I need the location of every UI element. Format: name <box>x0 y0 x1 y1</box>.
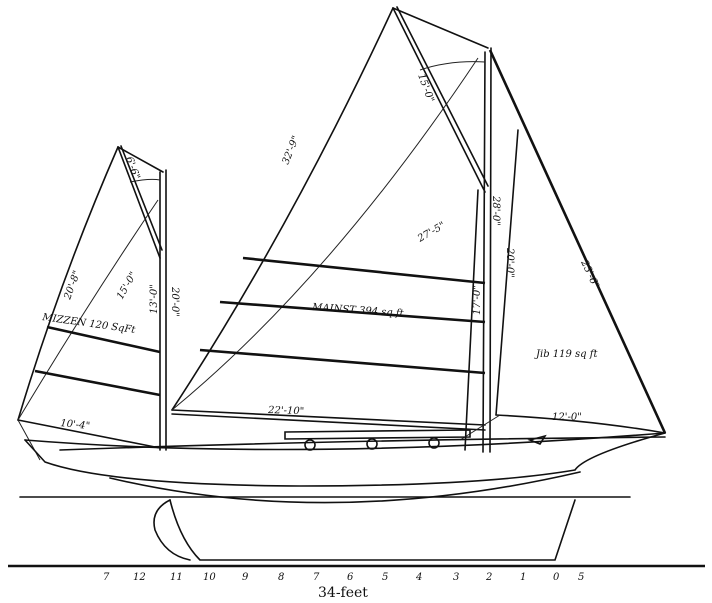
jib-foot-label: 12'-0" <box>552 412 582 423</box>
porthole <box>304 439 316 451</box>
keel <box>169 499 576 561</box>
porthole <box>428 437 440 449</box>
scale-tick: 8 <box>278 572 284 583</box>
hull <box>19 429 666 561</box>
main-leech-label: 32'-9" <box>281 134 302 166</box>
jib-foot <box>495 414 666 434</box>
main-mast <box>482 47 492 453</box>
scale-tick: 9 <box>242 572 249 583</box>
jib-name-label: Jib 119 sq ft <box>534 349 598 360</box>
jib-sail <box>459 49 667 441</box>
mizzen-diagonal-label: 15'-0" <box>115 270 139 301</box>
scale-tick: 1 <box>520 572 526 583</box>
mizzen-boom <box>17 419 161 449</box>
mizzen-sail <box>17 145 167 461</box>
mizzen-leech <box>17 146 119 421</box>
main-boom <box>171 409 486 431</box>
scale-tick: 2 <box>485 572 492 583</box>
mizzen-boom-label: 10'-4" <box>60 418 91 432</box>
scale-tick: 4 <box>415 572 422 583</box>
sheer-line <box>24 432 666 451</box>
rudder <box>153 499 191 561</box>
main-mast-label: 28'-0" <box>490 195 501 226</box>
scale-caption: 34-feet <box>318 585 368 601</box>
main-sail <box>171 6 492 453</box>
main-diagonal <box>171 57 479 411</box>
mizzen-diagonal <box>17 199 159 421</box>
scale-tick: 10 <box>203 572 216 583</box>
mizzen-mast <box>159 169 167 451</box>
mizzen-reef-bands <box>34 325 161 397</box>
main-gaff <box>392 6 489 193</box>
jib-stay-label: 23'-6" <box>578 258 601 291</box>
jib-luff <box>495 129 519 416</box>
main-name-label: MAINST 394 sq ft <box>311 302 405 319</box>
mizzen-topmast-stay <box>117 146 164 173</box>
scale-tick: 7 <box>103 572 110 583</box>
forestay <box>488 49 667 434</box>
main-leech <box>171 7 394 411</box>
scale-tick: 7 <box>313 572 320 583</box>
waterline-curve <box>109 471 581 504</box>
mizzen-gaff <box>117 145 163 259</box>
scale-tick: 0 <box>553 572 560 583</box>
mizzen-leech-label: 20'-8" <box>62 269 83 302</box>
scale-tick: 5 <box>578 572 584 583</box>
main-topmast-stay <box>392 7 489 49</box>
cabin-top <box>284 429 471 440</box>
scale-ticks: 7 12 11 10 9 8 7 6 5 4 3 2 1 0 5 <box>103 572 584 583</box>
scale-tick: 6 <box>347 572 354 583</box>
main-diagonal-label: 27'-5" <box>415 220 447 245</box>
main-boom-label: 22'-10" <box>267 405 305 417</box>
scale-tick: 12 <box>133 572 146 583</box>
mizzen-luff-label: 13'-0" <box>149 284 160 314</box>
jib-luff-label: 20'-0" <box>504 247 515 278</box>
mizzen-name-label: MIZZEN 120 SqFt <box>41 312 137 336</box>
scale-tick: 5 <box>382 572 388 583</box>
hull-side <box>24 432 666 487</box>
main-luff-label: 17'-0" <box>472 285 483 315</box>
scale-tick: 3 <box>453 572 459 583</box>
porthole <box>366 438 378 450</box>
mizzen-mast-label: 20'-0" <box>169 286 180 317</box>
main-reef-bands <box>199 256 486 375</box>
scale-tick: 11 <box>170 572 183 583</box>
